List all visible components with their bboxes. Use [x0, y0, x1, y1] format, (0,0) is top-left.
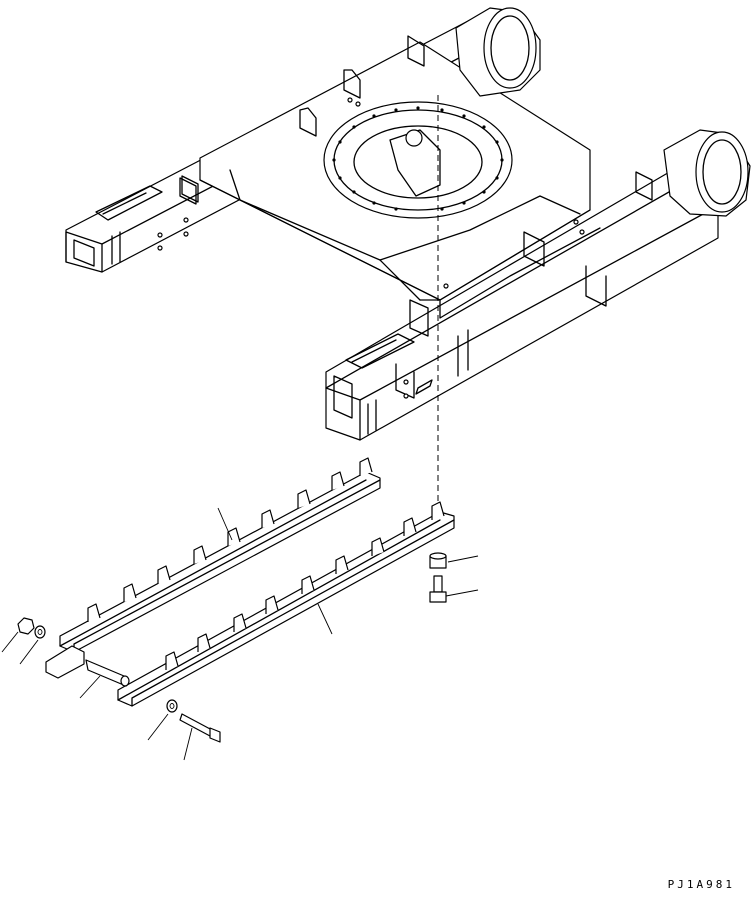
center-frame: [181, 35, 703, 337]
swing-circle-bolt-holes: [332, 106, 504, 211]
washer: [34, 625, 46, 639]
track-guard-lower: [117, 501, 455, 707]
nut: [17, 617, 35, 635]
guard-lower-teeth: [165, 501, 445, 670]
pin: [85, 659, 130, 687]
leader-lines: [1, 507, 479, 761]
travel-motor-mount-front: [663, 129, 751, 217]
washer-lower: [166, 699, 178, 713]
guard-upper-teeth: [87, 457, 373, 622]
drawing-code: PJ1A981: [667, 878, 735, 891]
bolt: [179, 713, 221, 743]
guard-end-block: [45, 645, 85, 679]
track-frame: [65, 7, 751, 441]
bolt-vertical: [429, 575, 447, 603]
track-guard-upper: [59, 457, 381, 653]
travel-motor-mount-rear: [455, 7, 541, 97]
spacer: [429, 552, 447, 569]
